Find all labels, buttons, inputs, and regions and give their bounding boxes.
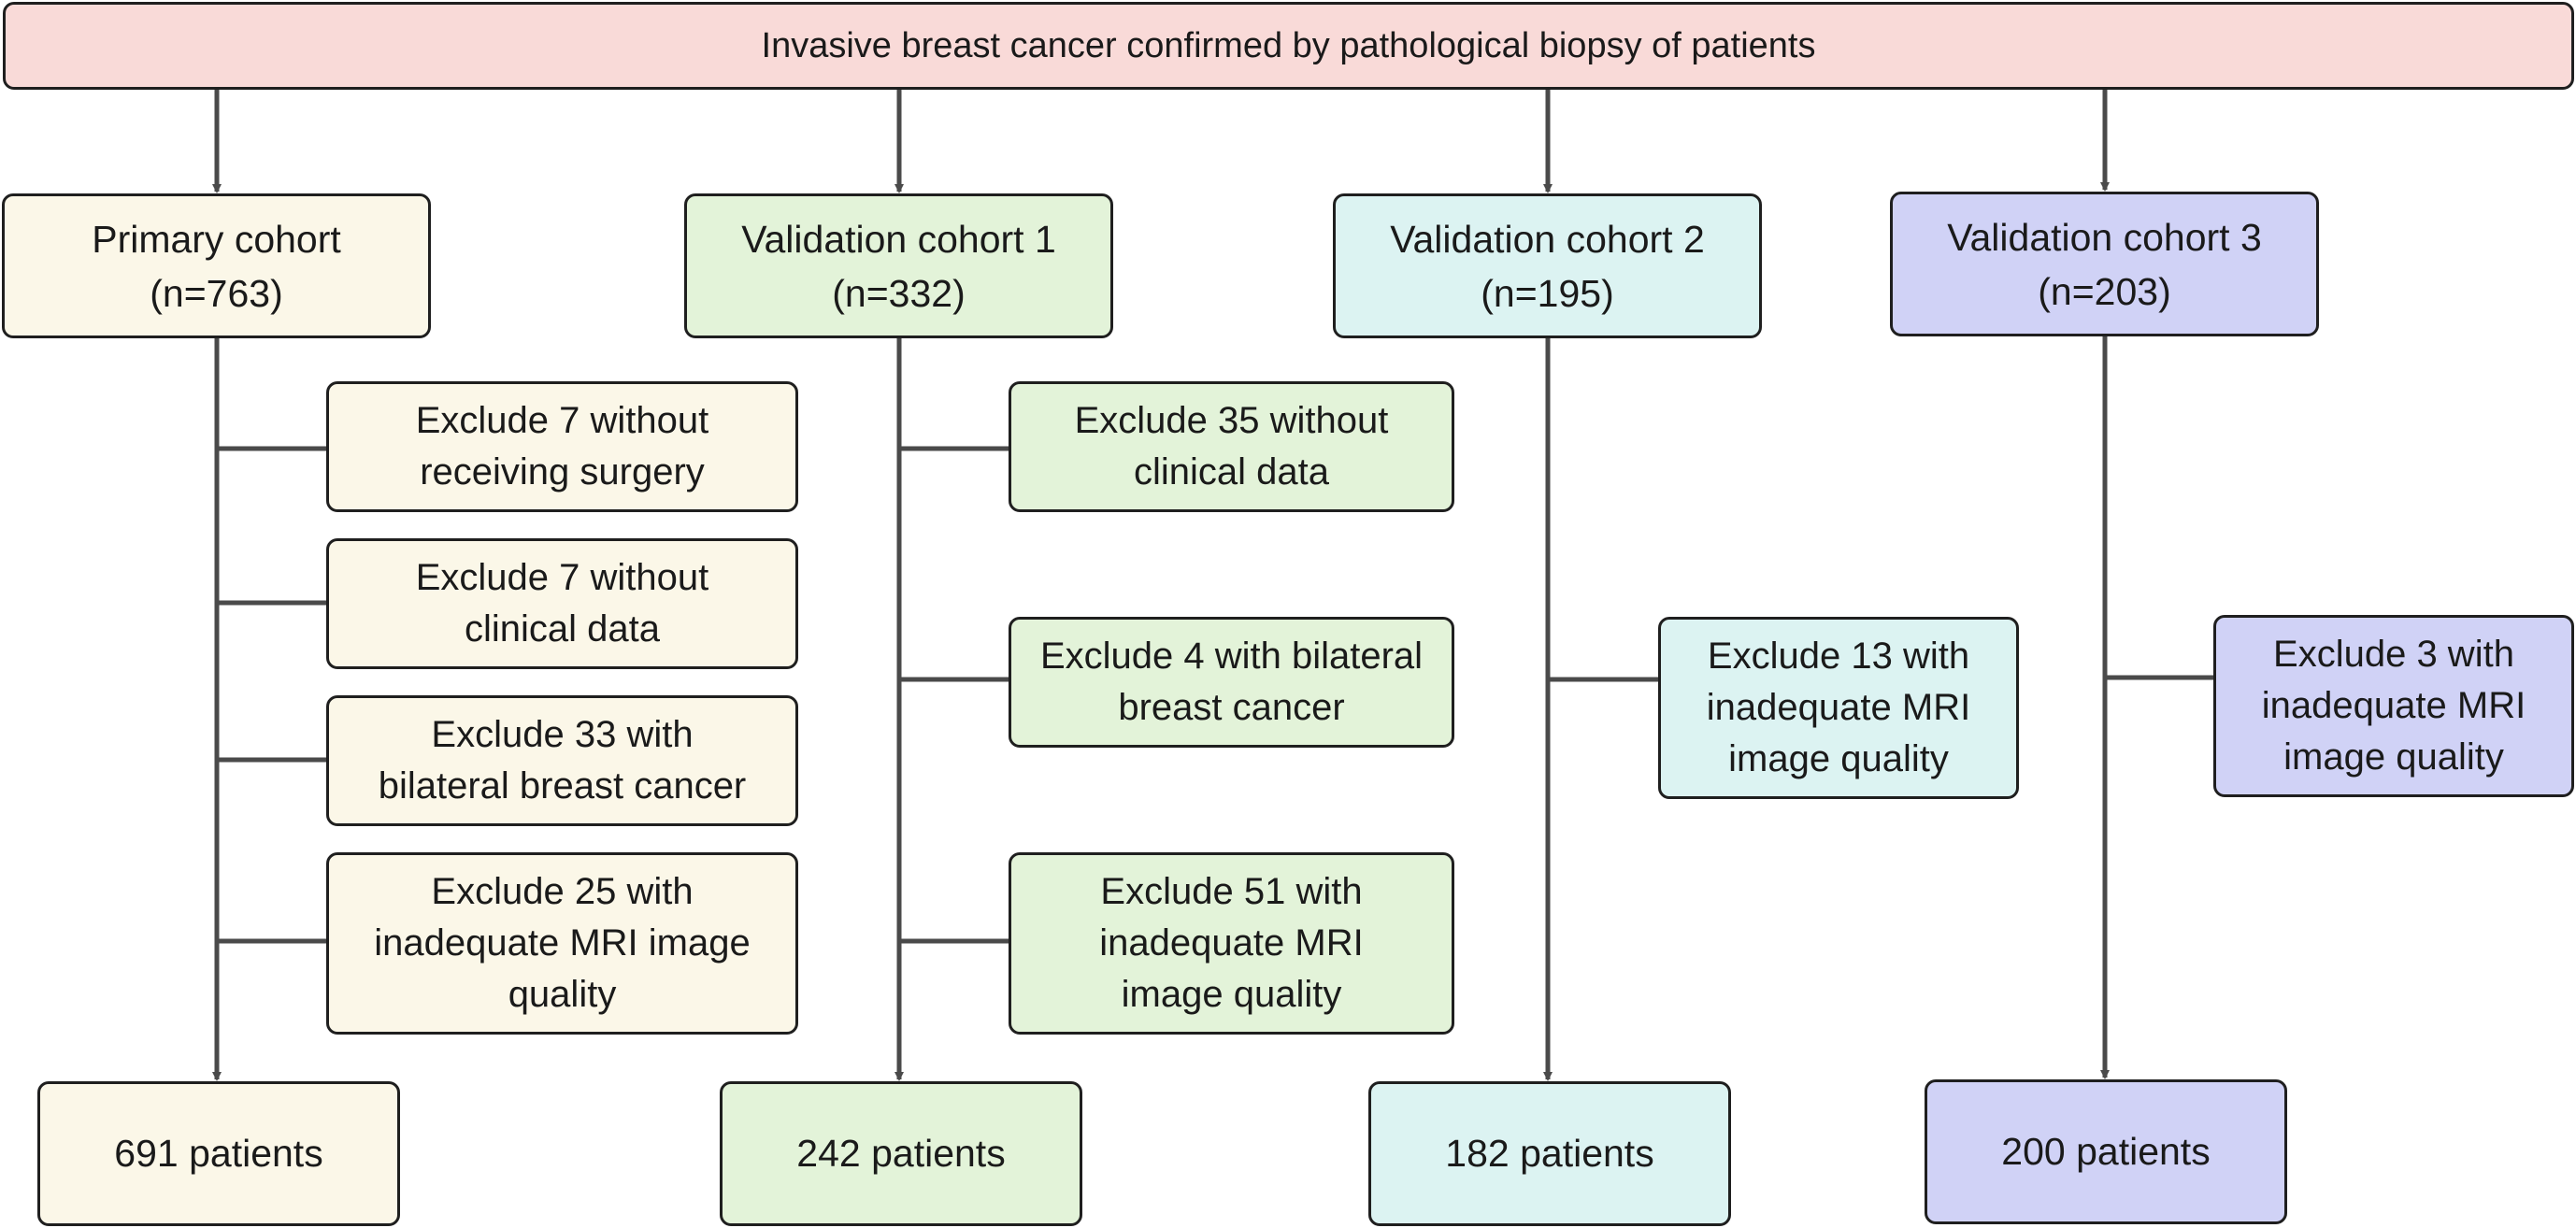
header-box: Invasive breast cancer confirmed by path… [3,2,2574,90]
cohort-name: Primary cohort [92,217,341,261]
exclusion-line: Exclude 51 with [1100,871,1363,912]
exclusion-line: quality [508,974,617,1015]
exclusion-line: Exclude 35 without [1074,400,1389,441]
exclusion-box: Exclude 13 with inadequate MRI image qua… [1658,617,2019,799]
cohort-count: (n=763) [150,271,283,315]
exclusion-line: image quality [2283,736,2504,778]
cohort-count: (n=195) [1481,271,1614,315]
result-count: 691 patients [114,1132,323,1175]
cohort-box-primary: Primary cohort (n=763) [2,193,431,338]
exclusion-box: Exclude 51 with inadequate MRI image qua… [1009,852,1454,1035]
exclusion-line: clinical data [464,608,660,650]
exclusion-line: image quality [1728,738,1949,779]
exclusion-box: Exclude 33 with bilateral breast cancer [326,695,798,826]
result-box: 200 patients [1925,1079,2287,1224]
cohort-count: (n=203) [2038,269,2171,313]
exclusion-box: Exclude 7 without receiving surgery [326,381,798,512]
exclusion-line: bilateral breast cancer [378,765,747,807]
exclusion-line: receiving surgery [420,451,705,493]
exclusion-line: Exclude 33 with [431,714,694,755]
result-box: 182 patients [1368,1081,1731,1226]
exclusion-box: Exclude 25 with inadequate MRI image qua… [326,852,798,1035]
exclusion-box: Exclude 35 without clinical data [1009,381,1454,512]
cohort-name: Validation cohort 2 [1390,217,1705,261]
cohort-box-validation-1: Validation cohort 1 (n=332) [684,193,1113,338]
result-count: 242 patients [796,1132,1006,1175]
cohort-box-validation-3: Validation cohort 3 (n=203) [1890,192,2319,336]
exclusion-line: inadequate MRI image [374,922,751,964]
exclusion-line: inadequate MRI [1706,687,1971,728]
exclusion-line: Exclude 3 with [2273,634,2514,675]
exclusion-box: Exclude 4 with bilateral breast cancer [1009,617,1454,748]
result-box: 242 patients [720,1081,1082,1226]
exclusion-line: Exclude 7 without [415,557,709,598]
cohort-name: Validation cohort 3 [1947,215,2262,259]
exclusion-line: Exclude 13 with [1707,635,1970,677]
exclusion-box: Exclude 7 without clinical data [326,538,798,669]
result-box: 691 patients [37,1081,400,1226]
result-count: 182 patients [1445,1132,1654,1175]
result-count: 200 patients [2001,1130,2211,1173]
exclusion-line: clinical data [1133,451,1329,493]
exclusion-line: image quality [1121,974,1342,1015]
exclusion-line: Exclude 25 with [431,871,694,912]
header-title: Invasive breast cancer confirmed by path… [761,25,1816,65]
cohort-count: (n=332) [832,271,966,315]
exclusion-box: Exclude 3 with inadequate MRI image qual… [2213,615,2574,797]
cohort-box-validation-2: Validation cohort 2 (n=195) [1333,193,1762,338]
exclusion-line: inadequate MRI [2261,685,2526,726]
exclusion-line: inadequate MRI [1099,922,1364,964]
exclusion-line: Exclude 7 without [415,400,709,441]
exclusion-line: breast cancer [1118,687,1345,728]
cohort-name: Validation cohort 1 [741,217,1056,261]
exclusion-line: Exclude 4 with bilateral [1039,635,1424,677]
